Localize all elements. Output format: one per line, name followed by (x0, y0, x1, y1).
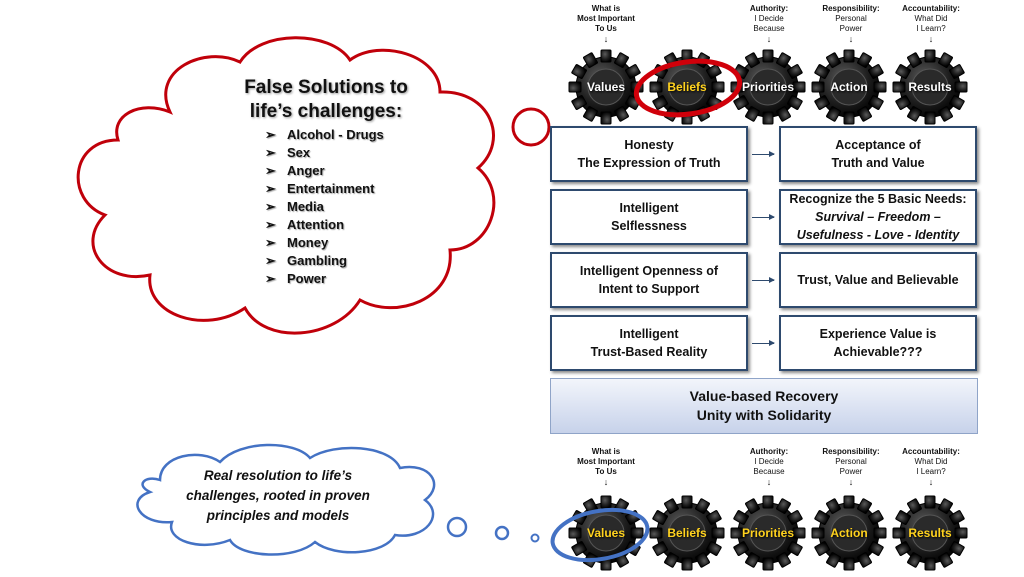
beliefs-highlight-ring (633, 58, 743, 118)
list-item: ➢Alcohol - Drugs (265, 127, 384, 142)
list-item: ➢Media (265, 199, 324, 214)
arrow-bullet-icon: ➢ (265, 163, 276, 178)
false-solutions-cloud (76, 36, 551, 335)
arrow-bullet-icon: ➢ (265, 217, 276, 232)
value-based-recovery-banner: Value-based Recovery Unity with Solidari… (550, 378, 978, 434)
values-highlight-ring (550, 507, 650, 563)
thought-bubble-tiny (530, 533, 540, 543)
box-basic-needs: Recognize the 5 Basic Needs:Survival – F… (779, 189, 977, 245)
list-item: ➢Power (265, 271, 327, 286)
gear-results-bottom: Results (891, 494, 969, 572)
list-item: ➢Gambling (265, 253, 347, 268)
connector-arrow-icon (752, 151, 775, 157)
down-arrow-icon: ↓ (848, 34, 854, 44)
arrow-bullet-icon: ➢ (265, 253, 276, 268)
title-line-2: life’s challenges: (249, 101, 403, 122)
list-item: ➢Attention (265, 217, 345, 232)
real-resolution-text: Real resolution to life’s challenges, ro… (186, 468, 370, 523)
gear-results-top: Results (891, 48, 969, 126)
gear-priorities-bottom: Priorities (729, 494, 807, 572)
thought-bubble-medium (446, 516, 468, 538)
down-arrow-icon: ↓ (848, 477, 854, 487)
arrow-bullet-icon: ➢ (265, 181, 276, 196)
gear-action-bottom: Action (810, 494, 888, 572)
gear-values-bottom: Values (567, 494, 645, 572)
down-arrow-icon: ↓ (928, 34, 934, 44)
title-line-1: False Solutions to (244, 77, 408, 98)
real-resolution-cloud (136, 443, 540, 556)
thought-bubble-small (494, 525, 510, 541)
down-arrow-icon: ↓ (766, 477, 772, 487)
box-trust-value: Trust, Value and Believable (779, 252, 977, 308)
thought-bubble-large (511, 107, 551, 147)
down-arrow-icon: ↓ (603, 477, 609, 487)
arrow-bullet-icon: ➢ (265, 127, 276, 142)
list-item: ➢Entertainment (265, 181, 375, 196)
gear-beliefs-top: Beliefs (648, 48, 726, 126)
arrow-bullet-icon: ➢ (265, 145, 276, 160)
gear-action-top: Action (810, 48, 888, 126)
false-solutions-title: False Solutions to life’s challenges: (226, 76, 426, 124)
arrow-bullet-icon: ➢ (265, 235, 276, 250)
connector-arrow-icon (752, 214, 775, 220)
down-arrow-icon: ↓ (766, 34, 772, 44)
connector-arrow-icon (752, 277, 775, 283)
false-solutions-list: ➢Alcohol - Drugs ➢Sex ➢Anger ➢Entertainm… (265, 126, 384, 288)
arrow-bullet-icon: ➢ (265, 199, 276, 214)
gear-beliefs-bottom: Beliefs (648, 494, 726, 572)
connector-arrow-icon (752, 340, 775, 346)
list-item: ➢Anger (265, 163, 325, 178)
list-item: ➢Money (265, 235, 329, 250)
down-arrow-icon: ↓ (928, 477, 934, 487)
gear-priorities-top: Priorities (729, 48, 807, 126)
list-item: ➢Sex (265, 145, 311, 160)
arrow-bullet-icon: ➢ (265, 271, 276, 286)
gear-values-top: Values (567, 48, 645, 126)
down-arrow-icon: ↓ (603, 34, 609, 44)
